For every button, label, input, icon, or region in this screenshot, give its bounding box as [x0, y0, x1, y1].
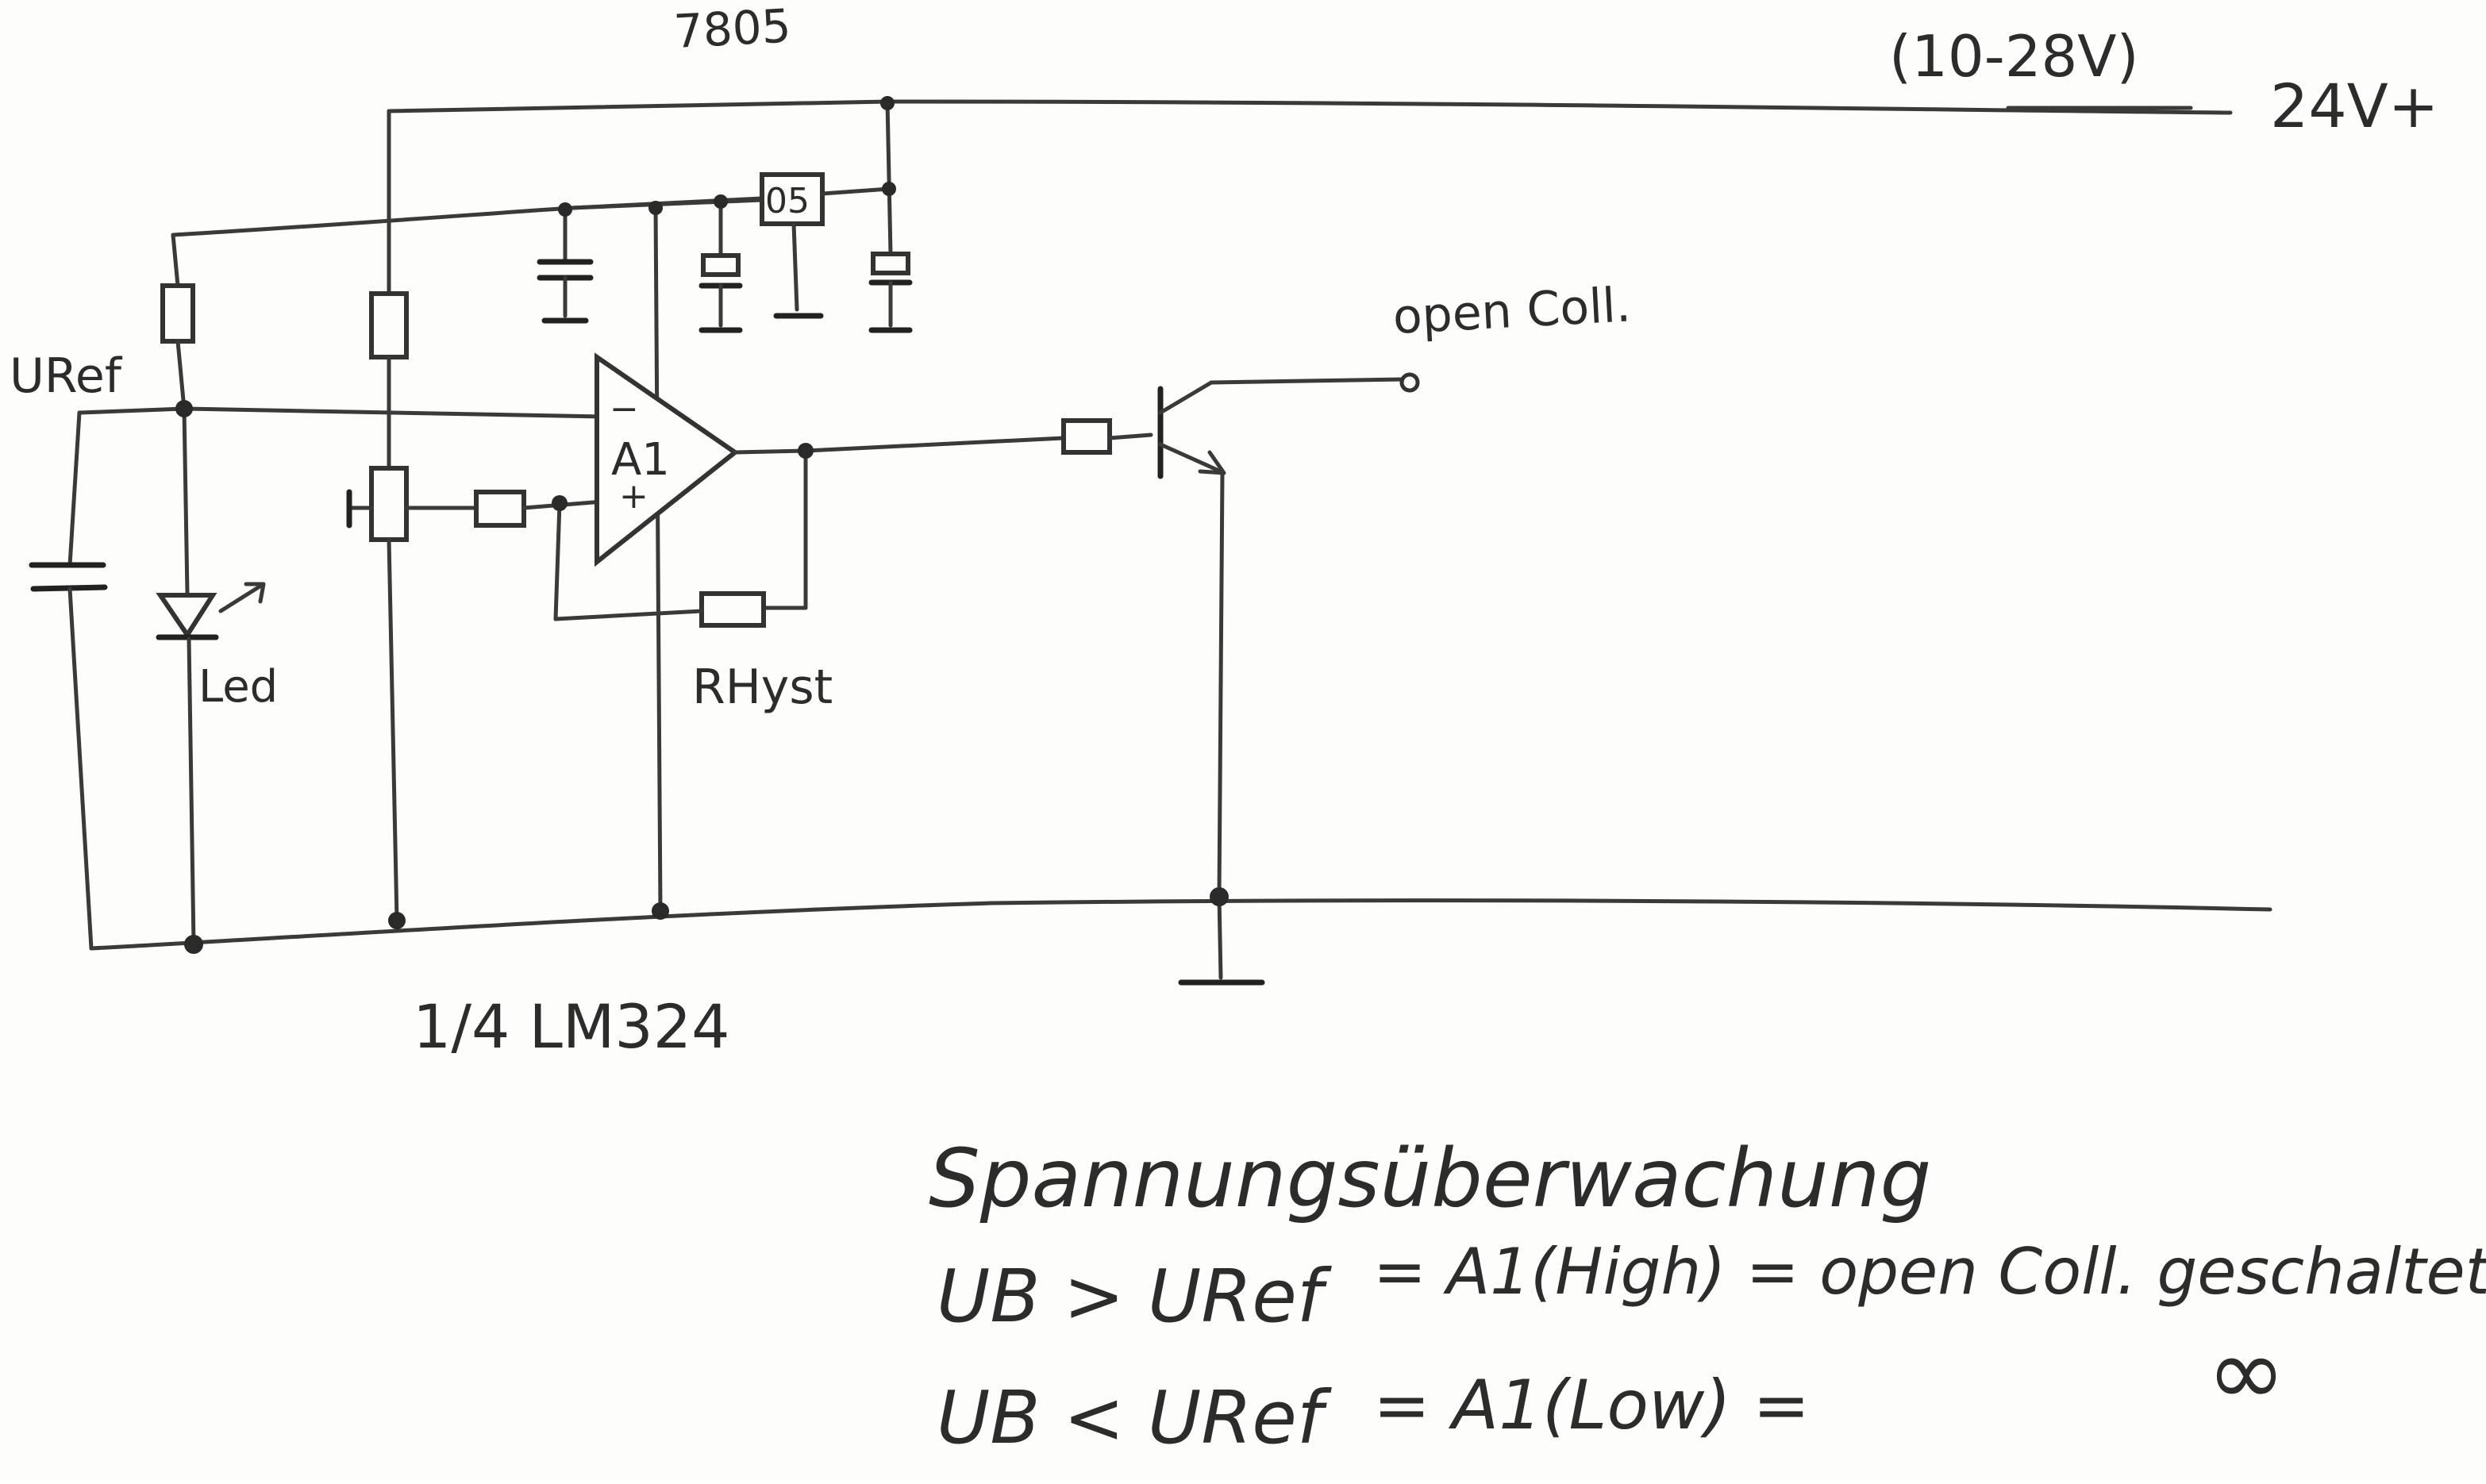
- open-collector-terminal: [1399, 372, 1420, 393]
- wire-opamp-out: [733, 448, 808, 455]
- junction-dot: [175, 400, 193, 417]
- led-diode-symbol: [156, 593, 217, 640]
- led-arrow-icon: [218, 582, 266, 613]
- junction-dot: [184, 935, 203, 954]
- wire-out-to-base-res: [803, 436, 1066, 453]
- supply-rail-24v: [387, 99, 2233, 115]
- wire-led-to-gnd: [187, 636, 196, 947]
- regulator-box: [760, 172, 825, 226]
- wire-cap-left-down: [67, 586, 94, 951]
- wire-uref-col-top: [171, 233, 180, 288]
- junction-dot: [652, 902, 669, 920]
- wire-opamp-vcc-col: [653, 206, 663, 913]
- junction-dot: [882, 182, 896, 196]
- wire-hyst-bottom-left: [553, 609, 704, 621]
- wire-emitter-to-gnd: [1217, 470, 1225, 899]
- junction-dot: [1210, 887, 1229, 906]
- wire-uref-col: [175, 339, 187, 411]
- resistor-uref: [160, 283, 195, 344]
- label-opamp-plus: +: [619, 476, 648, 517]
- infinity-symbol: ∞: [2207, 1317, 2286, 1428]
- opamp-a1: [595, 352, 740, 567]
- cap3-body: [871, 252, 910, 275]
- cap2-body: [701, 253, 741, 277]
- label-led: Led: [198, 661, 278, 713]
- junction-dot: [880, 96, 895, 110]
- wire-hyst-left: [553, 501, 562, 621]
- notes-line1-left: UB > URef: [937, 1254, 1332, 1339]
- wire-gnd-stub: [1217, 894, 1223, 980]
- junction-dot: [648, 201, 663, 215]
- wire-reg-to-vin: [820, 186, 891, 196]
- notes-line1-right: = A1(High) = open Coll. geschaltet: [1373, 1235, 2486, 1309]
- label-supply-range: (10-28V): [1889, 23, 2139, 90]
- junction-dot: [798, 443, 814, 459]
- wire-collector-out: [1209, 377, 1406, 385]
- notes-title: Spannungsüberwachung: [929, 1132, 1931, 1226]
- resistor-pot-top: [369, 291, 409, 359]
- label-opamp-name: A1: [611, 434, 670, 486]
- junction-dot: [552, 495, 568, 511]
- wire-uref-to-minus: [182, 406, 606, 419]
- label-regulator-box: 05: [765, 181, 810, 221]
- label-open-collector: open Coll.: [1391, 277, 1632, 345]
- wire-base: [1107, 433, 1153, 440]
- wire-pot-col-bottom: [387, 537, 399, 923]
- wire-reg-gnd: [791, 221, 799, 312]
- label-opamp-part: 1/4 LM324: [413, 991, 729, 1062]
- junction-dot: [558, 202, 572, 217]
- wire-5v-ext: [569, 198, 764, 210]
- notes-line2-right: = A1(Low) =: [1373, 1366, 1810, 1445]
- resistor-base: [1061, 418, 1112, 455]
- label-uref: URef: [10, 348, 123, 404]
- wire-cap-left-top: [77, 406, 187, 415]
- wire-cap-left: [67, 410, 82, 567]
- transistor-collector: [1158, 380, 1214, 415]
- resistor-input: [474, 490, 526, 528]
- label-opamp-minus: −: [610, 389, 639, 429]
- label-supply: 24V+: [2270, 71, 2438, 141]
- regulated-5v-rail: [171, 196, 764, 237]
- ground-rail: [89, 898, 2272, 951]
- junction-dot: [714, 194, 728, 209]
- label-7805: 7805: [672, 0, 792, 59]
- wire-vin-drop: [885, 99, 893, 256]
- junction-dot: [388, 912, 406, 929]
- wire-uref-to-led: [182, 406, 190, 596]
- label-r-hyst: RHyst: [692, 659, 833, 715]
- resistor-hyst: [699, 591, 766, 628]
- potentiometer: [369, 466, 409, 542]
- transistor-emitter: [1158, 442, 1225, 475]
- notes-line2-left: UB < URef: [937, 1375, 1332, 1460]
